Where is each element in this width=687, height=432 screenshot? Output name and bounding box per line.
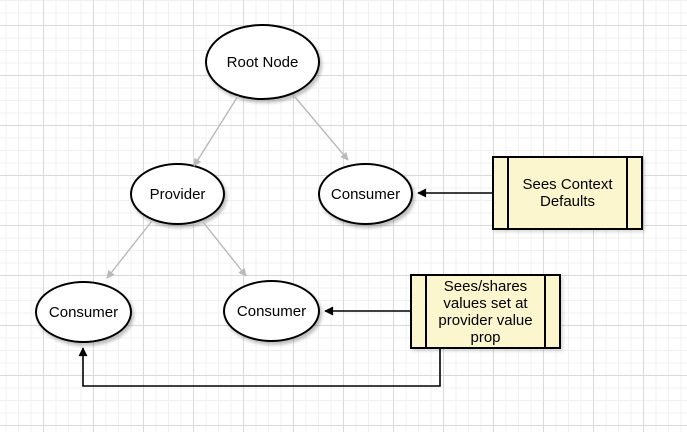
node-provider-label: Provider (149, 185, 206, 203)
node-consumer-bottom-mid[interactable]: Consumer (223, 280, 320, 342)
edge-root-to-consumer-mid (294, 96, 349, 161)
node-root-label: Root Node (226, 53, 299, 71)
note-right-bar (544, 276, 546, 347)
note-context-defaults[interactable]: Sees Context Defaults (492, 156, 643, 230)
node-root[interactable]: Root Node (205, 24, 320, 100)
note-left-bar (507, 158, 509, 228)
node-consumer-bottom-left[interactable]: Consumer (35, 281, 132, 343)
note-context-defaults-label: Sees Context Defaults (522, 176, 613, 210)
node-consumer-bottom-mid-label: Consumer (236, 302, 307, 320)
note-left-bar (425, 276, 427, 347)
node-provider[interactable]: Provider (130, 163, 225, 225)
node-consumer-mid-label: Consumer (330, 185, 401, 203)
note-provider-value-label: Sees/shares values set at provider value… (438, 277, 533, 346)
edge-provider-to-consumer-bm (202, 221, 247, 277)
edge-note2-to-consumer-bl (78, 347, 441, 387)
node-consumer-mid[interactable]: Consumer (318, 163, 413, 225)
note-provider-value[interactable]: Sees/shares values set at provider value… (410, 274, 561, 349)
edge-provider-to-consumer-bl (106, 220, 153, 279)
note-right-bar (626, 158, 628, 228)
node-consumer-bottom-left-label: Consumer (48, 303, 119, 321)
edge-root-to-provider (193, 95, 239, 167)
